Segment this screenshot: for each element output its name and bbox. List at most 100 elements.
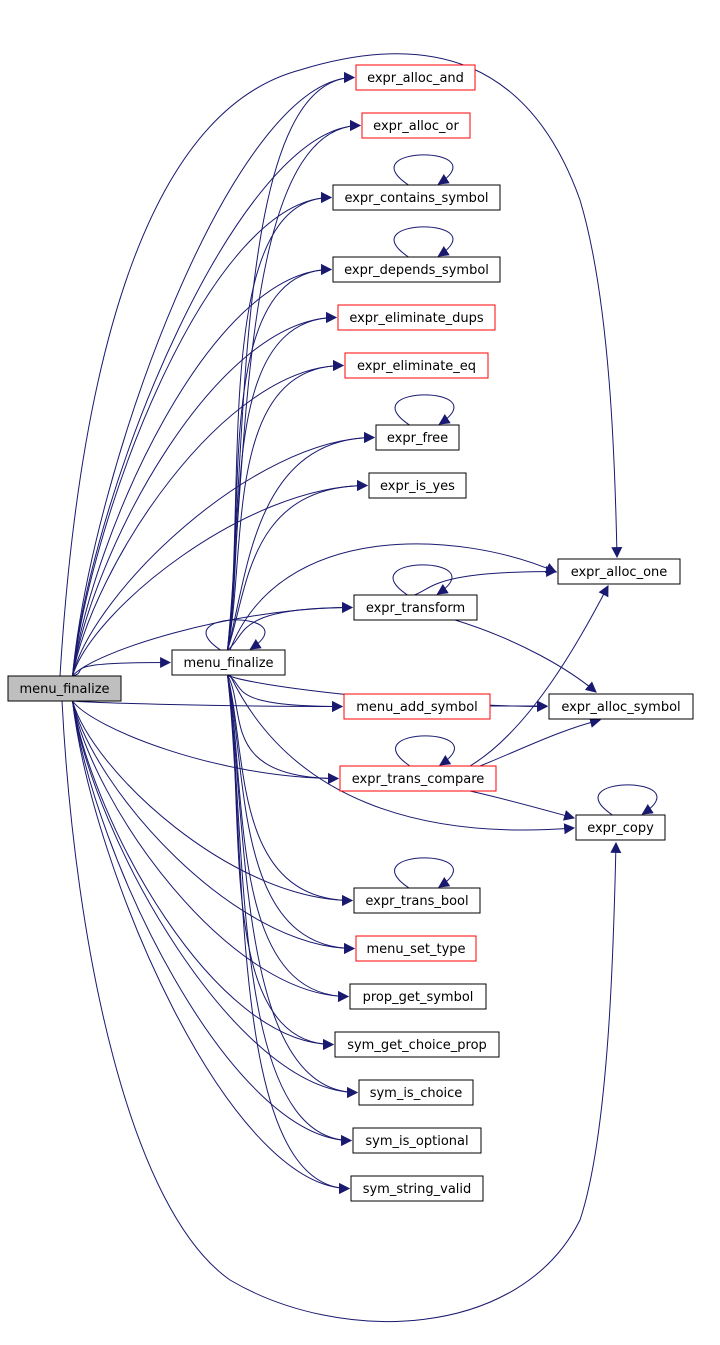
node-label: menu_finalize (183, 656, 273, 671)
edge-mf-to-isyes (227, 480, 369, 651)
node-label: sym_string_valid (363, 1182, 472, 1197)
node-label: expr_alloc_one (571, 565, 668, 580)
node-strvalid[interactable]: sym_string_valid (350, 1175, 484, 1202)
node-choiceprop[interactable]: sym_get_choice_prop (334, 1031, 500, 1058)
edge-contains-to-contains (393, 154, 454, 186)
node-box (375, 424, 460, 451)
edge-root-to-isopt (72, 700, 353, 1146)
node-label: expr_alloc_symbol (561, 700, 680, 715)
node-copy[interactable]: expr_copy (575, 814, 666, 841)
node-free[interactable]: expr_free (375, 424, 460, 451)
edge-root-to-and (72, 72, 356, 677)
edge-transform-to-allocsym (454, 619, 597, 693)
edge-root-to-propget (72, 700, 350, 1002)
edge-mf-to-strvalid (227, 674, 351, 1194)
node-box (353, 594, 478, 621)
edge-root-to-ischoice (72, 700, 359, 1098)
edge-mf-to-cmp (227, 674, 340, 784)
edge-depends-to-depends (393, 226, 454, 258)
edge-root-to-contains (72, 192, 333, 677)
edge-mf-to-isopt (227, 674, 353, 1146)
node-box (352, 1127, 482, 1154)
node-label: sym_is_optional (365, 1134, 468, 1149)
node-label: prop_get_symbol (363, 990, 474, 1005)
edge-root-to-or (72, 120, 362, 677)
edge-free-to-free (394, 394, 455, 426)
edge-mf-to-propget (227, 674, 350, 1002)
edge-root-to-eq (72, 360, 345, 677)
node-contains[interactable]: expr_contains_symbol (332, 184, 501, 211)
node-mf[interactable]: menu_finalize (171, 649, 286, 676)
node-label: sym_is_choice (370, 1086, 463, 1101)
edge-mf-to-choiceprop (227, 674, 335, 1050)
node-one[interactable]: expr_alloc_one (557, 558, 681, 585)
node-box (332, 256, 501, 283)
node-root[interactable]: menu_finalize (7, 675, 122, 702)
node-box (548, 693, 694, 720)
node-and[interactable]: expr_alloc_and (355, 64, 476, 91)
node-eq[interactable]: expr_eliminate_eq (344, 352, 489, 379)
edge-root-to-cmp (72, 700, 340, 784)
node-box (171, 649, 286, 676)
node-dups[interactable]: expr_eliminate_dups (337, 304, 496, 331)
node-box (353, 887, 481, 914)
edge-bool-to-bool (394, 857, 454, 889)
node-depends[interactable]: expr_depends_symbol (332, 256, 501, 283)
node-box (334, 1031, 500, 1058)
edge-cmp-to-cmp (395, 735, 455, 767)
node-box (575, 814, 666, 841)
node-label: expr_free (387, 431, 448, 446)
edge-root-to-choiceprop (72, 700, 335, 1050)
node-ischoice[interactable]: sym_is_choice (358, 1079, 474, 1106)
edge-root-to-addsym (72, 700, 344, 712)
edge-cmp-to-allocsym (479, 717, 602, 767)
node-box (7, 675, 122, 702)
node-box (355, 64, 476, 91)
node-box (339, 765, 497, 792)
node-label: expr_transform (366, 601, 465, 616)
edge-cmp-to-one (469, 585, 609, 767)
node-box (344, 352, 489, 379)
edge-mf-to-eq (227, 360, 345, 651)
edge-cmp-to-copy (469, 790, 576, 821)
edge-root-to-bool (72, 700, 354, 906)
node-label: sym_get_choice_prop (347, 1038, 487, 1053)
node-label: expr_eliminate_eq (357, 359, 476, 374)
node-allocsym[interactable]: expr_alloc_symbol (548, 693, 694, 720)
node-propget[interactable]: prop_get_symbol (349, 983, 487, 1010)
node-box (361, 112, 471, 139)
edge-root-to-mf (72, 657, 172, 677)
node-cmp[interactable]: expr_trans_compare (339, 765, 497, 792)
node-box (358, 1079, 474, 1106)
edge-transform-to-one (414, 566, 558, 596)
edge-root-to-settype (72, 700, 356, 954)
edge-mf-to-depends (227, 264, 333, 651)
edge-mf-to-contains (227, 192, 333, 651)
node-label: expr_trans_compare (352, 772, 485, 787)
node-label: expr_depends_symbol (344, 263, 489, 278)
edge-mf-to-free (227, 432, 376, 651)
edge-layer (59, 53, 658, 1323)
node-isopt[interactable]: sym_is_optional (352, 1127, 482, 1154)
node-layer: menu_finalize menu_finalize expr_alloc_and… (7, 64, 694, 1202)
node-label: expr_contains_symbol (344, 191, 488, 206)
node-isyes[interactable]: expr_is_yes (368, 472, 467, 499)
node-bool[interactable]: expr_trans_bool (353, 887, 481, 914)
edge-mf-to-transform (227, 602, 354, 651)
node-box (337, 304, 496, 331)
node-settype[interactable]: menu_set_type (355, 935, 477, 962)
node-box (349, 983, 487, 1010)
node-box (332, 184, 501, 211)
edge-mf-to-bool (227, 674, 354, 906)
edge-root-to-dups (72, 312, 338, 677)
edge-mf-to-ischoice (227, 674, 359, 1098)
node-box (368, 472, 467, 499)
edge-transform-to-transform (392, 564, 453, 596)
node-addsym[interactable]: menu_add_symbol (343, 693, 491, 720)
edge-mf-to-copy (229, 674, 576, 835)
node-transform[interactable]: expr_transform (353, 594, 478, 621)
node-or[interactable]: expr_alloc_or (361, 112, 471, 139)
edge-root-to-depends (72, 264, 333, 677)
node-label: expr_trans_bool (365, 894, 468, 909)
node-label: expr_is_yes (380, 479, 455, 494)
